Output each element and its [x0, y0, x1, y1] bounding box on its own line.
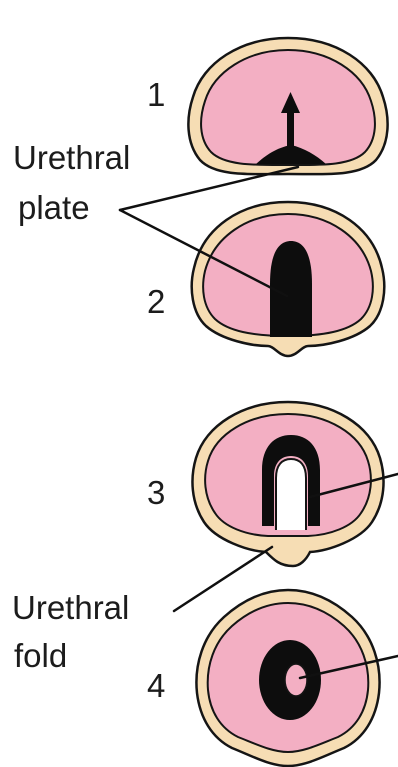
stage-4-urethral-lumen: [285, 664, 307, 696]
stage-2-number: 2: [147, 283, 165, 320]
stage-3-urethral-groove: [276, 459, 306, 530]
stage-4-cross-section: [196, 590, 379, 766]
stage-2-cross-section: [192, 202, 385, 356]
stage-1-cross-section: [188, 38, 387, 174]
urethral-fold-label-line1: Urethral: [12, 589, 129, 626]
urethral-plate-label-line1: Urethral: [13, 139, 130, 176]
stage-2-urethral-groove-plate: [270, 241, 312, 337]
stage-4-number: 4: [147, 667, 165, 704]
stage-1-number: 1: [147, 76, 165, 113]
stage-3-number: 3: [147, 474, 165, 511]
urethral-plate-label-line2: plate: [18, 189, 90, 226]
urethral-fold-label-line2: fold: [14, 637, 67, 674]
